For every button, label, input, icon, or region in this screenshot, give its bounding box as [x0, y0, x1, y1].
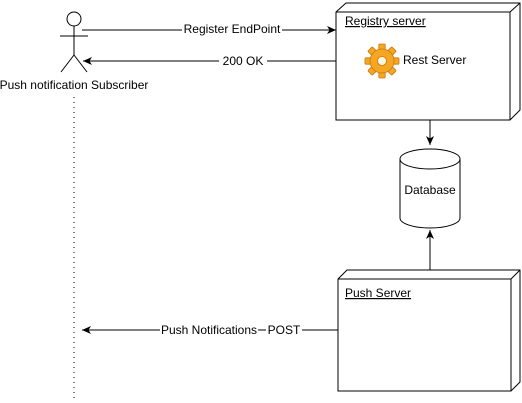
actor-icon: [60, 11, 88, 73]
database-label: Database: [404, 183, 456, 197]
push-server-title: Push Server: [345, 286, 411, 300]
register-endpoint-label: Register EndPoint: [184, 22, 281, 36]
push-server-node: [337, 269, 521, 392]
registry-server-node: [335, 2, 521, 121]
post-label: POST: [268, 323, 301, 337]
actor-label: Push notification Subscriber: [0, 78, 148, 92]
ok-response-label: 200 OK: [223, 54, 264, 68]
rest-server-label: Rest Server: [403, 53, 466, 67]
gear-icon: [364, 43, 400, 79]
database-icon: [399, 148, 461, 229]
push-notifications-label: Push Notifications: [161, 323, 257, 337]
registry-server-title: Registry server: [345, 14, 426, 28]
